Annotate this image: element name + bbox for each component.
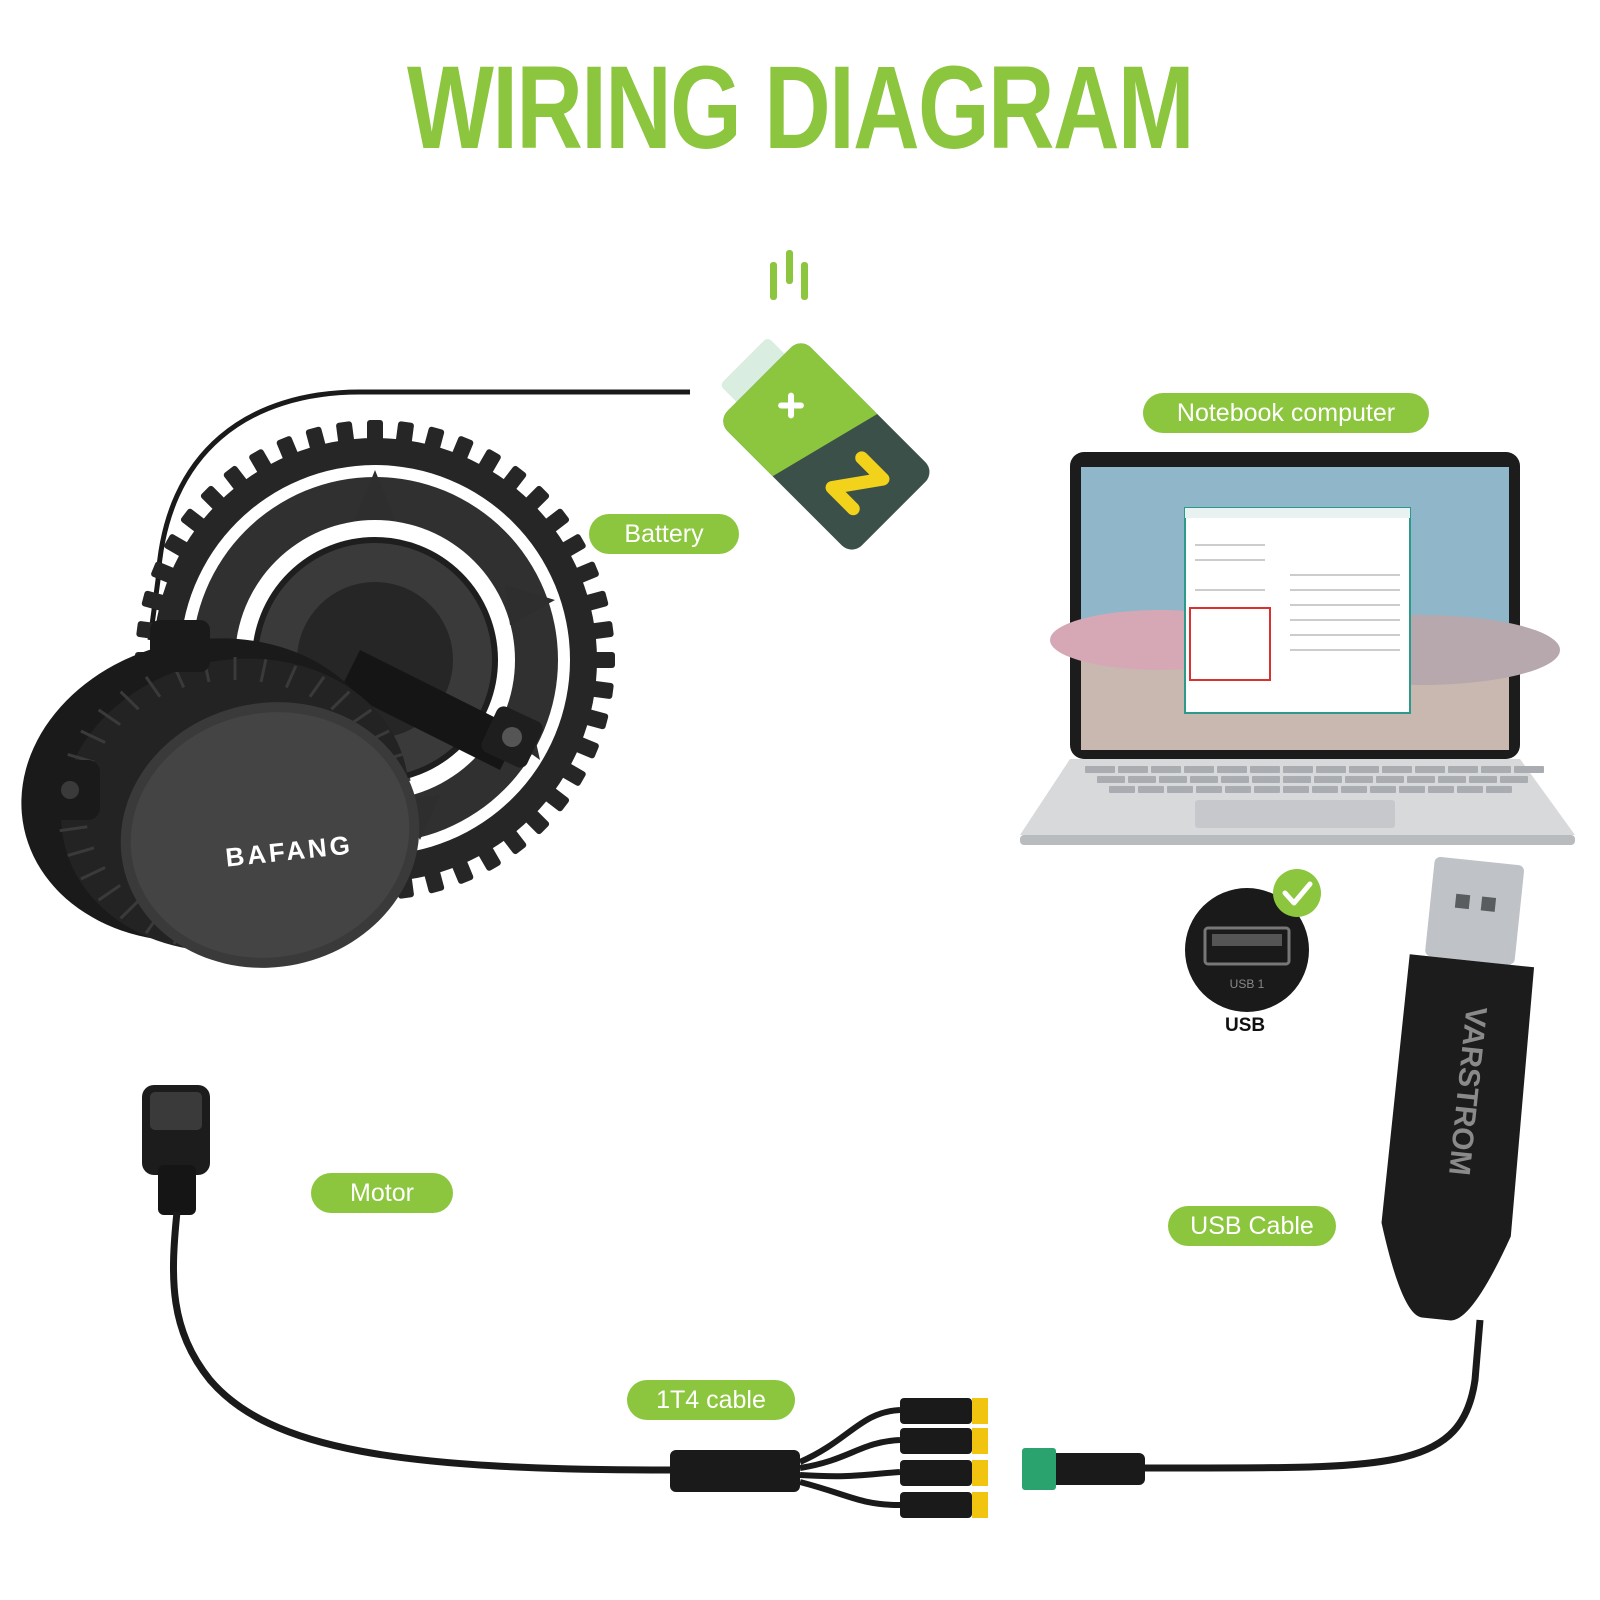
laptop-keyboard [1085,766,1544,793]
svg-text:USB 1: USB 1 [1230,977,1265,991]
usb-cable-connector [1022,1448,1145,1490]
label-usb-port: USB [1225,1015,1266,1036]
laptop [1020,452,1575,845]
motor-housing [21,620,420,968]
battery-cable [147,389,690,641]
motor-connector [142,1085,210,1215]
label-notebook-computer: Notebook computer [1143,393,1429,433]
label-usb-cable: USB Cable [1168,1206,1336,1246]
label-battery: Battery [589,514,739,554]
label-motor: Motor [311,1173,453,1213]
usb-dongle: VARSTROM [1381,856,1535,1321]
check-icon [1273,869,1321,917]
1t4-main-cable [169,1211,671,1474]
battery-icon [721,338,930,550]
usb-cable-wire [1140,1319,1484,1472]
label-1t4-cable: 1T4 cable [627,1380,795,1420]
page-title: WIRING DIAGRAM [407,42,1195,174]
signal-icon [770,250,808,300]
1t4-splitter [670,1398,988,1518]
usb-port: USB 1 [1185,888,1309,1012]
